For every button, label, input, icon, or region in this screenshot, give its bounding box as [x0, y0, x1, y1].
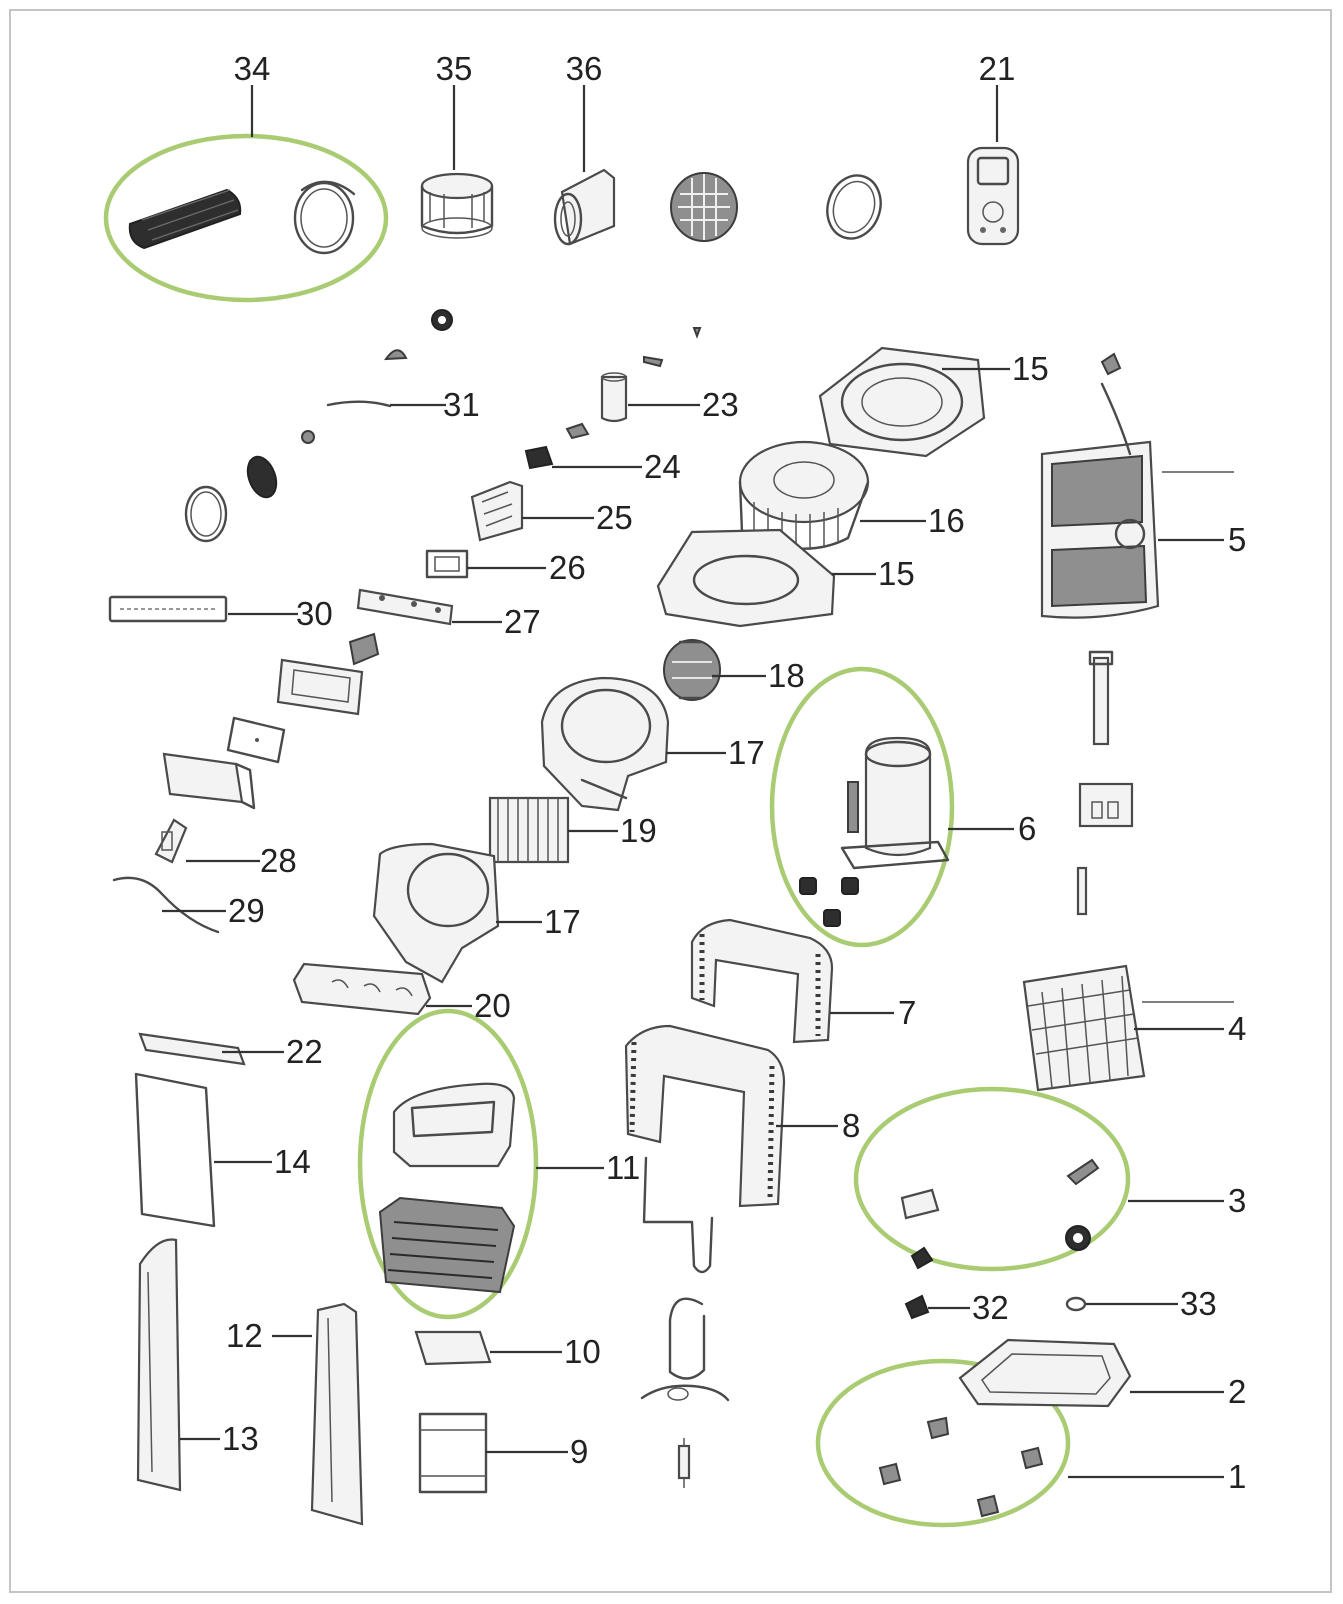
label-31: 31	[443, 386, 480, 423]
exhaust-hose	[128, 188, 242, 250]
window-adapter-round	[420, 172, 494, 239]
drain-plug-tube	[1088, 650, 1114, 746]
small-parts-cluster-left	[184, 309, 453, 543]
label-33: 33	[1180, 1285, 1217, 1322]
label-23: 23	[702, 386, 739, 423]
label-17-lower: 17	[544, 903, 581, 940]
label-30: 30	[296, 595, 333, 632]
label-2: 2	[1228, 1373, 1246, 1410]
evaporator-coil	[690, 918, 834, 1044]
side-panel-right	[310, 1302, 364, 1526]
caster-wheels	[878, 1416, 1044, 1518]
compressor	[840, 736, 950, 870]
group-11-highlight	[357, 1008, 539, 1320]
base-chassis	[958, 1338, 1132, 1408]
top-cover-strip	[138, 1032, 246, 1066]
label-4: 4	[1228, 1010, 1246, 1047]
label-32: 32	[972, 1289, 1009, 1326]
fan-cover-lower	[656, 528, 836, 628]
label-28: 28	[260, 842, 297, 879]
label-12: 12	[226, 1317, 263, 1354]
water-outlet-bracket	[414, 1330, 492, 1366]
label-6: 6	[1018, 810, 1036, 847]
window-adapter-flat	[553, 168, 616, 246]
label-8: 8	[842, 1107, 860, 1144]
display-bracket-frame	[276, 658, 364, 716]
leader-lines	[162, 85, 1224, 1479]
display-board	[425, 549, 469, 579]
label-15-lower: 15	[878, 555, 915, 592]
label-20: 20	[474, 987, 511, 1024]
diagram-frame: 34 35 36 21 31 23 24 25 26 30 27 15 16 1…	[9, 9, 1332, 1593]
fan-motor	[663, 639, 721, 701]
label-9: 9	[570, 1433, 588, 1470]
label-21: 21	[979, 50, 1016, 87]
part-labels: 34 35 36 21 31 23 24 25 26 30 27 15 16 1…	[222, 50, 1246, 1495]
small-pin	[1076, 866, 1088, 916]
label-7: 7	[898, 994, 916, 1031]
evaporator-fan-housing-upper	[540, 676, 670, 812]
label-11: 11	[606, 1149, 640, 1186]
label-36: 36	[566, 50, 603, 87]
label-5: 5	[1228, 521, 1246, 558]
panel-board	[356, 588, 454, 626]
small-panel-cover	[1078, 782, 1134, 828]
label-29: 29	[228, 892, 265, 929]
lower-front-grille	[378, 1196, 516, 1294]
sensor-module	[524, 445, 554, 470]
window-cover	[226, 716, 286, 764]
small-cap	[1065, 1296, 1087, 1312]
drain-pipe	[112, 876, 220, 934]
label-35: 35	[436, 50, 473, 87]
label-19: 19	[620, 812, 657, 849]
condenser-fan-wheel	[738, 440, 870, 550]
label-14: 14	[274, 1143, 311, 1180]
label-22: 22	[286, 1033, 323, 1070]
upper-front-grille	[392, 1082, 516, 1168]
group-3-highlight	[853, 1086, 1131, 1272]
condenser-coil	[624, 1024, 786, 1208]
evaporator-fan-wheel	[488, 796, 570, 864]
compressor-feet	[799, 877, 859, 927]
electrical-box	[162, 752, 256, 810]
small-switch	[904, 1294, 930, 1320]
connector-part	[348, 632, 380, 666]
hose-clamp-ring	[826, 174, 882, 240]
evaporator-fan-housing-lower	[372, 842, 500, 984]
label-27: 27	[504, 603, 541, 640]
group-1-highlight	[815, 1358, 1071, 1528]
label-13: 13	[222, 1420, 259, 1457]
label-17-upper: 17	[728, 734, 765, 771]
label-18: 18	[768, 657, 805, 694]
group-34-highlight	[103, 133, 389, 303]
air-filter	[1022, 964, 1234, 1092]
label-24: 24	[644, 448, 681, 485]
hose-adapter-ring	[293, 180, 356, 255]
remote-control	[966, 146, 1020, 246]
group-6-highlight	[769, 666, 955, 948]
float-switch	[154, 818, 188, 864]
label-16: 16	[928, 502, 965, 539]
exploded-parts-diagram: 34 35 36 21 31 23 24 25 26 30 27 15 16 1…	[103, 50, 1246, 1528]
drain-tray	[292, 962, 432, 1016]
rear-panel	[1040, 352, 1234, 619]
label-26: 26	[549, 549, 586, 586]
refrigerant-pipes	[640, 1156, 730, 1488]
control-panel-display	[108, 595, 228, 623]
label-1: 1	[1228, 1458, 1246, 1495]
label-15-upper: 15	[1012, 350, 1049, 387]
side-panel-left	[136, 1238, 182, 1492]
capacitor	[565, 327, 702, 440]
fan-cover-upper	[818, 346, 986, 458]
base-bracket	[418, 1412, 488, 1494]
main-control-board	[470, 480, 524, 542]
label-3: 3	[1228, 1182, 1246, 1219]
accessory-parts-group	[900, 1158, 1100, 1270]
front-panel-left	[134, 1072, 216, 1228]
label-34: 34	[234, 50, 271, 87]
vent-grille	[670, 172, 738, 242]
label-25: 25	[596, 499, 633, 536]
label-10: 10	[564, 1333, 601, 1370]
